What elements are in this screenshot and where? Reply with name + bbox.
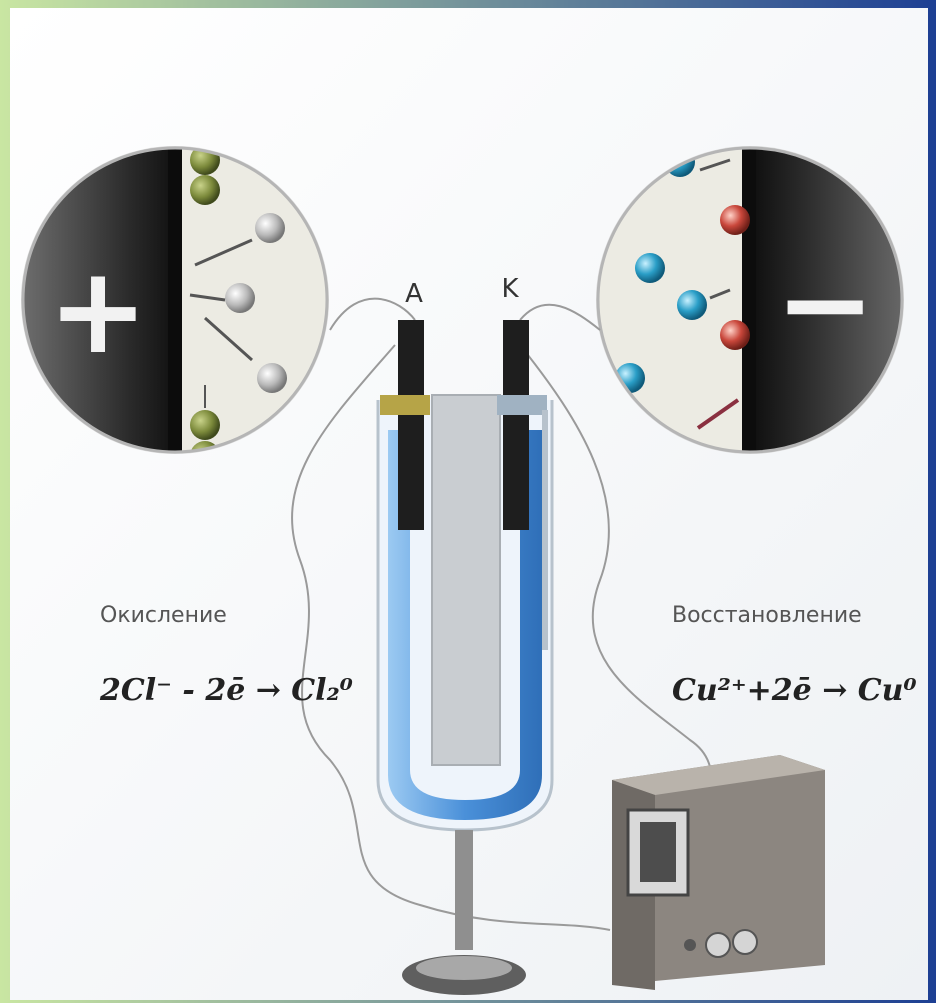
- copper-ion: [677, 290, 707, 320]
- oxidation-caption: Окисление: [100, 603, 227, 628]
- copper-atom: [720, 320, 750, 350]
- chloride-ion: [257, 363, 287, 393]
- anode-label: A: [405, 279, 423, 309]
- copper-ion: [635, 253, 665, 283]
- plus-icon: +: [48, 242, 149, 381]
- reduction-equation: Cu²⁺+2ē → Cu⁰: [672, 673, 917, 708]
- chloride-ion: [225, 283, 255, 313]
- copper-atom: [720, 205, 750, 235]
- oxidation-equation: 2Cl⁻ - 2ē → Cl₂⁰: [99, 673, 353, 708]
- minus-icon: −: [775, 235, 876, 374]
- power-supply-icon: [612, 755, 825, 990]
- cathode-label: K: [501, 274, 519, 304]
- reduction-caption: Восстановление: [672, 603, 862, 628]
- chloride-ion: [255, 213, 285, 243]
